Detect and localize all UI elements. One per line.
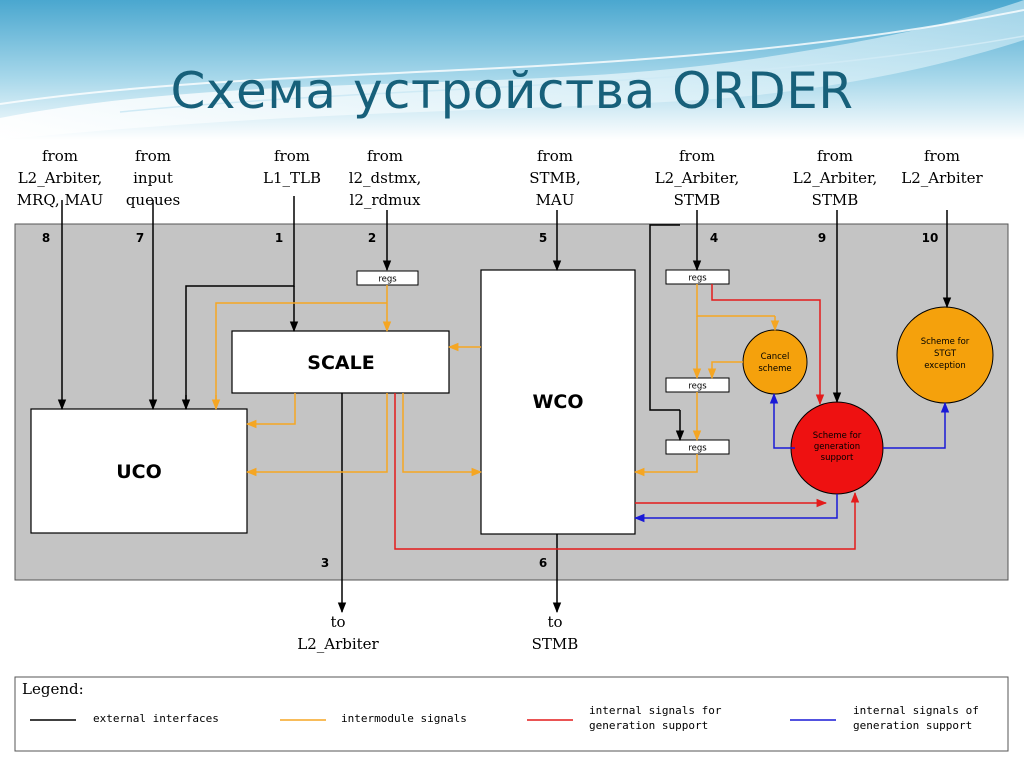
generation-support-signal-line: [394, 393, 860, 550]
slide-title: Схема устройства ORDER: [170, 62, 854, 120]
legend-item-label: external interfaces: [93, 712, 219, 725]
legend-item-label: generation support: [589, 719, 708, 732]
stgt-exception-label: Scheme for: [921, 337, 970, 347]
regs-label: regs: [688, 274, 707, 284]
input-label-in10: L2_Arbiter: [901, 169, 983, 187]
intermodule-signal-line: [707, 361, 743, 380]
legend-title: Legend:: [22, 680, 84, 698]
port-number-6: 6: [539, 556, 547, 570]
input-label-in4: from: [679, 147, 715, 165]
legend-box: [14, 676, 1009, 752]
intermodule-signal-line: [402, 393, 483, 477]
scale-module-label: SCALE: [307, 352, 374, 374]
input-label-in1: from: [274, 147, 310, 165]
external-interface-line: [185, 196, 295, 409]
generation-support-label: support: [821, 453, 854, 463]
generation-support-label: Scheme for: [813, 431, 862, 441]
input-label-in5: STMB,: [529, 169, 580, 187]
port-number-1: 1: [275, 231, 283, 245]
input-label-in10: from: [924, 147, 960, 165]
port-number-4: 4: [710, 231, 718, 245]
port-number-3: 3: [321, 556, 329, 570]
input-label-in7: input: [133, 169, 173, 187]
input-label-in8: from: [42, 147, 78, 165]
generation-support-label: generation: [814, 442, 860, 452]
legend-item-label: internal signals of: [853, 704, 979, 717]
cancel-scheme-label: Cancel: [761, 352, 790, 362]
legend-item-label: intermodule signals: [341, 712, 467, 725]
input-label-in5: MAU: [536, 191, 575, 209]
regs-label: regs: [378, 275, 397, 285]
intermodule-signal-line: [260, 393, 296, 425]
legend-item-label: internal signals for: [589, 704, 722, 717]
stgt-exception-label: STGT: [934, 349, 957, 359]
scale-module: [231, 330, 450, 394]
generation-support-internal-line: [633, 494, 838, 523]
input-label-in9: L2_Arbiter,: [793, 169, 878, 187]
generation-support-internal-line: [883, 401, 950, 449]
output-label-out6: to: [547, 613, 562, 631]
port-number-2: 2: [368, 231, 376, 245]
uco-module-label: UCO: [116, 461, 162, 483]
port-number-5: 5: [539, 231, 547, 245]
regs-label: regs: [688, 382, 707, 392]
input-label-in9: from: [817, 147, 853, 165]
port-number-9: 9: [818, 231, 826, 245]
input-label-in2: l2_rdmux: [350, 191, 421, 209]
intermodule-signal-line: [633, 454, 698, 477]
generation-support-signal-line: [711, 284, 825, 406]
output-label-out6: STMB: [532, 635, 579, 653]
intermodule-signal-line: [215, 302, 387, 409]
wco-module: [480, 269, 636, 535]
output-label-out3: to: [330, 613, 345, 631]
output-label-out3: L2_Arbiter: [297, 635, 379, 653]
intermodule-signal-line: [245, 393, 388, 477]
generation-support-internal-line: [769, 392, 795, 449]
input-label-in4: L2_Arbiter,: [655, 169, 740, 187]
input-label-in2: from: [367, 147, 403, 165]
input-label-in9: STMB: [812, 191, 859, 209]
cancel-scheme-node: [742, 329, 808, 395]
input-label-in2: l2_dstmx,: [349, 169, 422, 187]
input-label-in7: from: [135, 147, 171, 165]
wco-module-label: WCO: [532, 391, 583, 413]
port-number-8: 8: [42, 231, 50, 245]
external-interface-line: [649, 224, 680, 411]
input-label-in5: from: [537, 147, 573, 165]
stgt-exception-label: exception: [924, 361, 966, 371]
regs-label: regs: [688, 444, 707, 454]
port-number-10: 10: [922, 231, 939, 245]
cancel-scheme-label: scheme: [758, 364, 791, 374]
input-label-in8: L2_Arbiter,: [18, 169, 103, 187]
legend-item-label: generation support: [853, 719, 972, 732]
header-wave-background: [0, 0, 1024, 140]
input-label-in1: L1_TLB: [263, 169, 321, 187]
input-label-in4: STMB: [674, 191, 721, 209]
uco-module: [30, 408, 248, 534]
port-number-7: 7: [136, 231, 144, 245]
input-label-in8: MRQ, MAU: [17, 191, 104, 209]
